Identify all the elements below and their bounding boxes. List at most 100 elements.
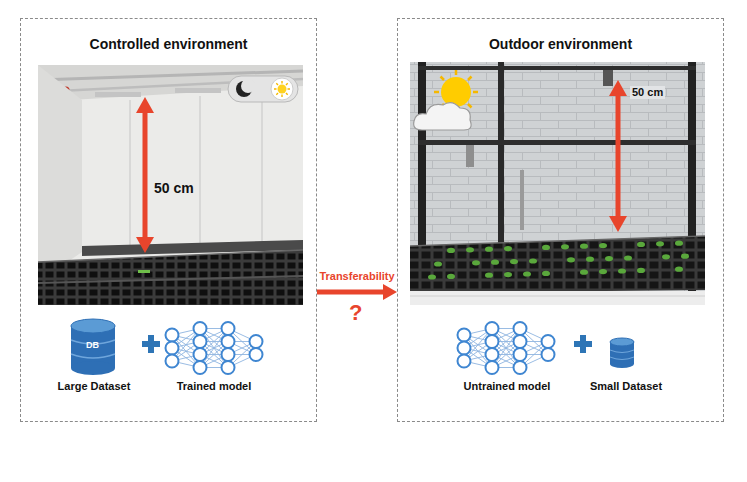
outdoor-photo	[520, 170, 524, 230]
network-neuron	[166, 342, 179, 355]
database-icon	[71, 361, 115, 375]
network-neuron	[486, 361, 499, 374]
environment-panel: Controlled environmentLarge DatasetTrain…	[20, 18, 317, 422]
outdoor-photo	[418, 140, 696, 145]
network-neuron	[486, 348, 499, 361]
network-neuron	[514, 348, 527, 361]
day-night-toggle	[278, 85, 287, 94]
network-neuron	[458, 329, 471, 342]
outdoor-photo	[410, 62, 705, 305]
growth-chamber-photo	[38, 65, 303, 305]
height-arrow	[609, 80, 627, 96]
database-icon	[610, 338, 634, 346]
dimension-label: 50 cm	[154, 180, 194, 196]
plus-sign	[574, 335, 592, 353]
height-arrow	[616, 91, 621, 221]
icon-text: DB	[86, 340, 99, 350]
network-neuron	[458, 355, 471, 368]
database-icon	[71, 319, 115, 375]
network-neuron	[486, 322, 499, 335]
plus-sign	[580, 335, 586, 353]
growth-chamber-photo	[199, 96, 201, 246]
seedling	[523, 271, 531, 276]
cloud-icon	[414, 103, 471, 130]
growth-chamber-photo	[95, 92, 141, 97]
network-neuron	[250, 348, 263, 361]
seedling	[466, 247, 474, 252]
database-icon	[610, 350, 634, 360]
network-neuron	[222, 361, 235, 374]
outdoor-photo	[410, 236, 705, 293]
growth-chamber-photo	[38, 276, 303, 283]
seedling	[580, 244, 588, 249]
panel-heading: Outdoor environment	[489, 36, 632, 52]
outdoor-photo	[410, 296, 705, 297]
network-neuron	[514, 361, 527, 374]
sun-icon	[441, 77, 471, 107]
outdoor-photo	[410, 62, 705, 305]
seedling	[675, 241, 683, 246]
seedling	[428, 241, 689, 280]
outdoor-photo	[418, 66, 696, 70]
plus-sign	[142, 335, 160, 353]
height-arrow	[143, 108, 148, 242]
day-night-toggle	[241, 79, 255, 93]
seedling	[605, 256, 613, 261]
seedling	[599, 243, 607, 248]
day-night-toggle	[274, 81, 290, 97]
growth-chamber-photo	[38, 250, 303, 305]
growth-chamber-photo	[175, 88, 221, 93]
seedling	[485, 247, 493, 252]
network-neuron	[194, 348, 207, 361]
growth-chamber-photo	[138, 270, 150, 273]
seedling	[529, 258, 537, 263]
dimension-label: 50 cm	[630, 86, 665, 99]
seedling	[681, 254, 689, 259]
model-item: Trained model	[159, 301, 269, 396]
height-arrow	[136, 97, 154, 113]
arrow-shaft	[317, 290, 384, 295]
network-neuron	[166, 355, 179, 368]
question-mark: ?	[349, 300, 362, 325]
neural-network-icon	[166, 322, 263, 374]
height-arrow	[609, 216, 627, 232]
plus-sign	[148, 335, 154, 353]
seedling	[662, 254, 670, 259]
growth-chamber-photo	[38, 65, 303, 102]
network-neuron	[458, 342, 471, 355]
seedling	[542, 245, 550, 250]
day-night-toggle	[228, 76, 298, 102]
network-neuron	[222, 322, 235, 335]
outdoor-photo	[466, 145, 474, 167]
seedling	[580, 270, 588, 275]
growth-chamber-photo	[129, 100, 131, 248]
seedling	[656, 241, 664, 246]
network-neuron	[194, 335, 207, 348]
height-arrow	[609, 80, 627, 232]
network-neuron	[542, 348, 555, 361]
network-neuron	[514, 335, 527, 348]
seedling	[428, 274, 436, 279]
outdoor-photo	[498, 62, 504, 262]
seedling	[542, 271, 550, 276]
database-icon	[71, 319, 115, 333]
seedling	[491, 260, 499, 265]
seedling	[485, 273, 493, 278]
seedling	[472, 260, 480, 265]
network-neuron	[250, 335, 263, 348]
network-neuron	[514, 322, 527, 335]
day-night-toggle	[228, 76, 298, 102]
item-label: Untrained model	[464, 380, 551, 392]
seedling	[624, 255, 632, 260]
outdoor-photo	[410, 236, 705, 246]
seedling	[567, 257, 575, 262]
height-arrow	[136, 237, 154, 253]
seedling	[434, 261, 442, 266]
item-label: Small Dataset	[590, 380, 662, 392]
transfer-arrow	[317, 284, 397, 300]
network-neuron	[222, 348, 235, 361]
seedling	[599, 269, 607, 274]
network-neuron	[542, 335, 555, 348]
